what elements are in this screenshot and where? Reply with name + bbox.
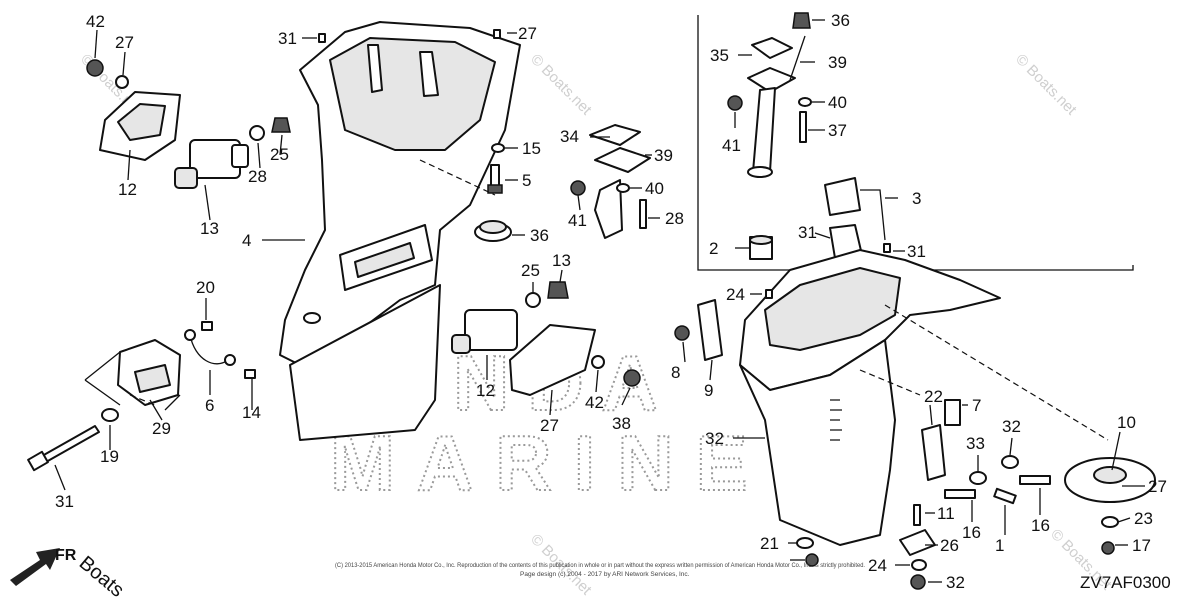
callout-2: 3 [912,189,921,208]
callout-13: 13 [200,219,219,238]
gear-case-part [739,249,1001,546]
callout-9: 22 [924,387,943,406]
callout-8: 9 [704,381,713,400]
watermark-site-1: © Boats.net [527,51,595,119]
callout-25: 13 [552,251,571,270]
callout-40: 28 [665,209,684,228]
callout-32: 32 [1002,417,1021,436]
callout-6: 6 [205,396,214,415]
callout-27: 15 [522,139,541,158]
fr-label: FR [55,547,77,564]
callout-19: 31 [55,492,74,511]
callout-28: 25 [521,261,540,280]
callout-31: 27 [518,24,537,43]
right-hardware [796,399,1051,590]
ground-cable-part [184,321,256,379]
lower-mount-middle [451,281,569,354]
callout-39: 41 [722,136,741,155]
grommet-bolt-part [318,29,512,242]
mount-cover-part [99,91,181,161]
upper-mount-part [174,139,249,189]
trim-tab-strips [674,243,946,481]
watermark-site-2: © Boats.net [1012,51,1080,119]
callout-32: 33 [966,434,985,453]
callout-26: 24 [868,556,887,575]
callout-32: 21 [760,534,779,553]
callout-11: 26 [940,536,959,555]
fr-arrow-icon [10,548,60,586]
callout-7: 32 [705,429,724,448]
callout-23: 17 [1132,536,1151,555]
callout-20: 20 [196,278,215,297]
callout-31: 24 [726,285,745,304]
callout-29: 19 [100,447,119,466]
callout-28: 28 [248,167,267,186]
callout-12: 12 [118,180,137,199]
callout-27: 27 [115,33,134,52]
callout-25: 25 [270,145,289,164]
callout-38: 36 [831,11,850,30]
callout-1: 10 [1117,413,1136,432]
callout-numbers: 42 27 12 13 28 25 31 4 20 6 14 29 19 31 … [55,11,1167,592]
watermark-line2: MARINE [330,419,770,507]
callout-42: 42 [86,12,105,31]
callout-17: 11 [937,504,955,523]
callout-31: 31 [907,242,926,261]
bolts-washers-left [86,59,291,141]
callout-41: 40 [645,179,664,198]
callout-42: 38 [612,414,631,433]
inset-water-tube [727,12,812,260]
leader-lines [54,19,1145,583]
extension-case-part [279,21,521,441]
anode-plate-part [1064,457,1156,555]
footer-copyright: (C) 2013-2015 American Honda Motor Co., … [335,562,865,569]
pipe-and-bracket [824,177,886,259]
callout-34: 39 [654,146,673,165]
callout-35: 39 [828,53,847,72]
callout-10: 27 [1148,477,1167,496]
callout-27: 23 [1134,509,1153,528]
callout-5: 36 [530,226,549,245]
callout-14: 29 [152,419,171,438]
callout-15: 5 [522,171,531,190]
callout-41: 40 [828,93,847,112]
callout-27: 42 [585,393,604,412]
callout-12: 27 [540,416,559,435]
mount-cover-middle [509,324,641,396]
callout-36: 35 [710,46,729,65]
callout-33: 16 [962,523,981,542]
callout-31: 31 [278,29,297,48]
lower-mount-part [84,339,181,411]
callout-40: 37 [828,121,847,140]
callout-20: 14 [242,403,261,422]
connector-lines [129,159,1109,441]
footer-page-design: Page design (c) 2004 - 2017 by ARI Netwo… [520,571,690,578]
callout-13: 12 [476,381,495,400]
callout-22: 7 [972,396,981,415]
callout-39: 41 [568,211,587,230]
callout-16: 16 [1031,516,1050,535]
callout-3: 31 [798,223,817,242]
callout-24: 8 [671,363,680,382]
diagram-code: ZV7AF0300 [1080,573,1171,592]
callout-37: 2 [709,239,718,258]
callout-24: 32 [946,573,965,592]
callout-4: 4 [242,231,251,250]
callout-16: 1 [995,536,1004,555]
boats-corner-label: Boats [75,552,128,599]
callout-36: 34 [560,127,579,146]
long-bolt-part [27,408,119,472]
